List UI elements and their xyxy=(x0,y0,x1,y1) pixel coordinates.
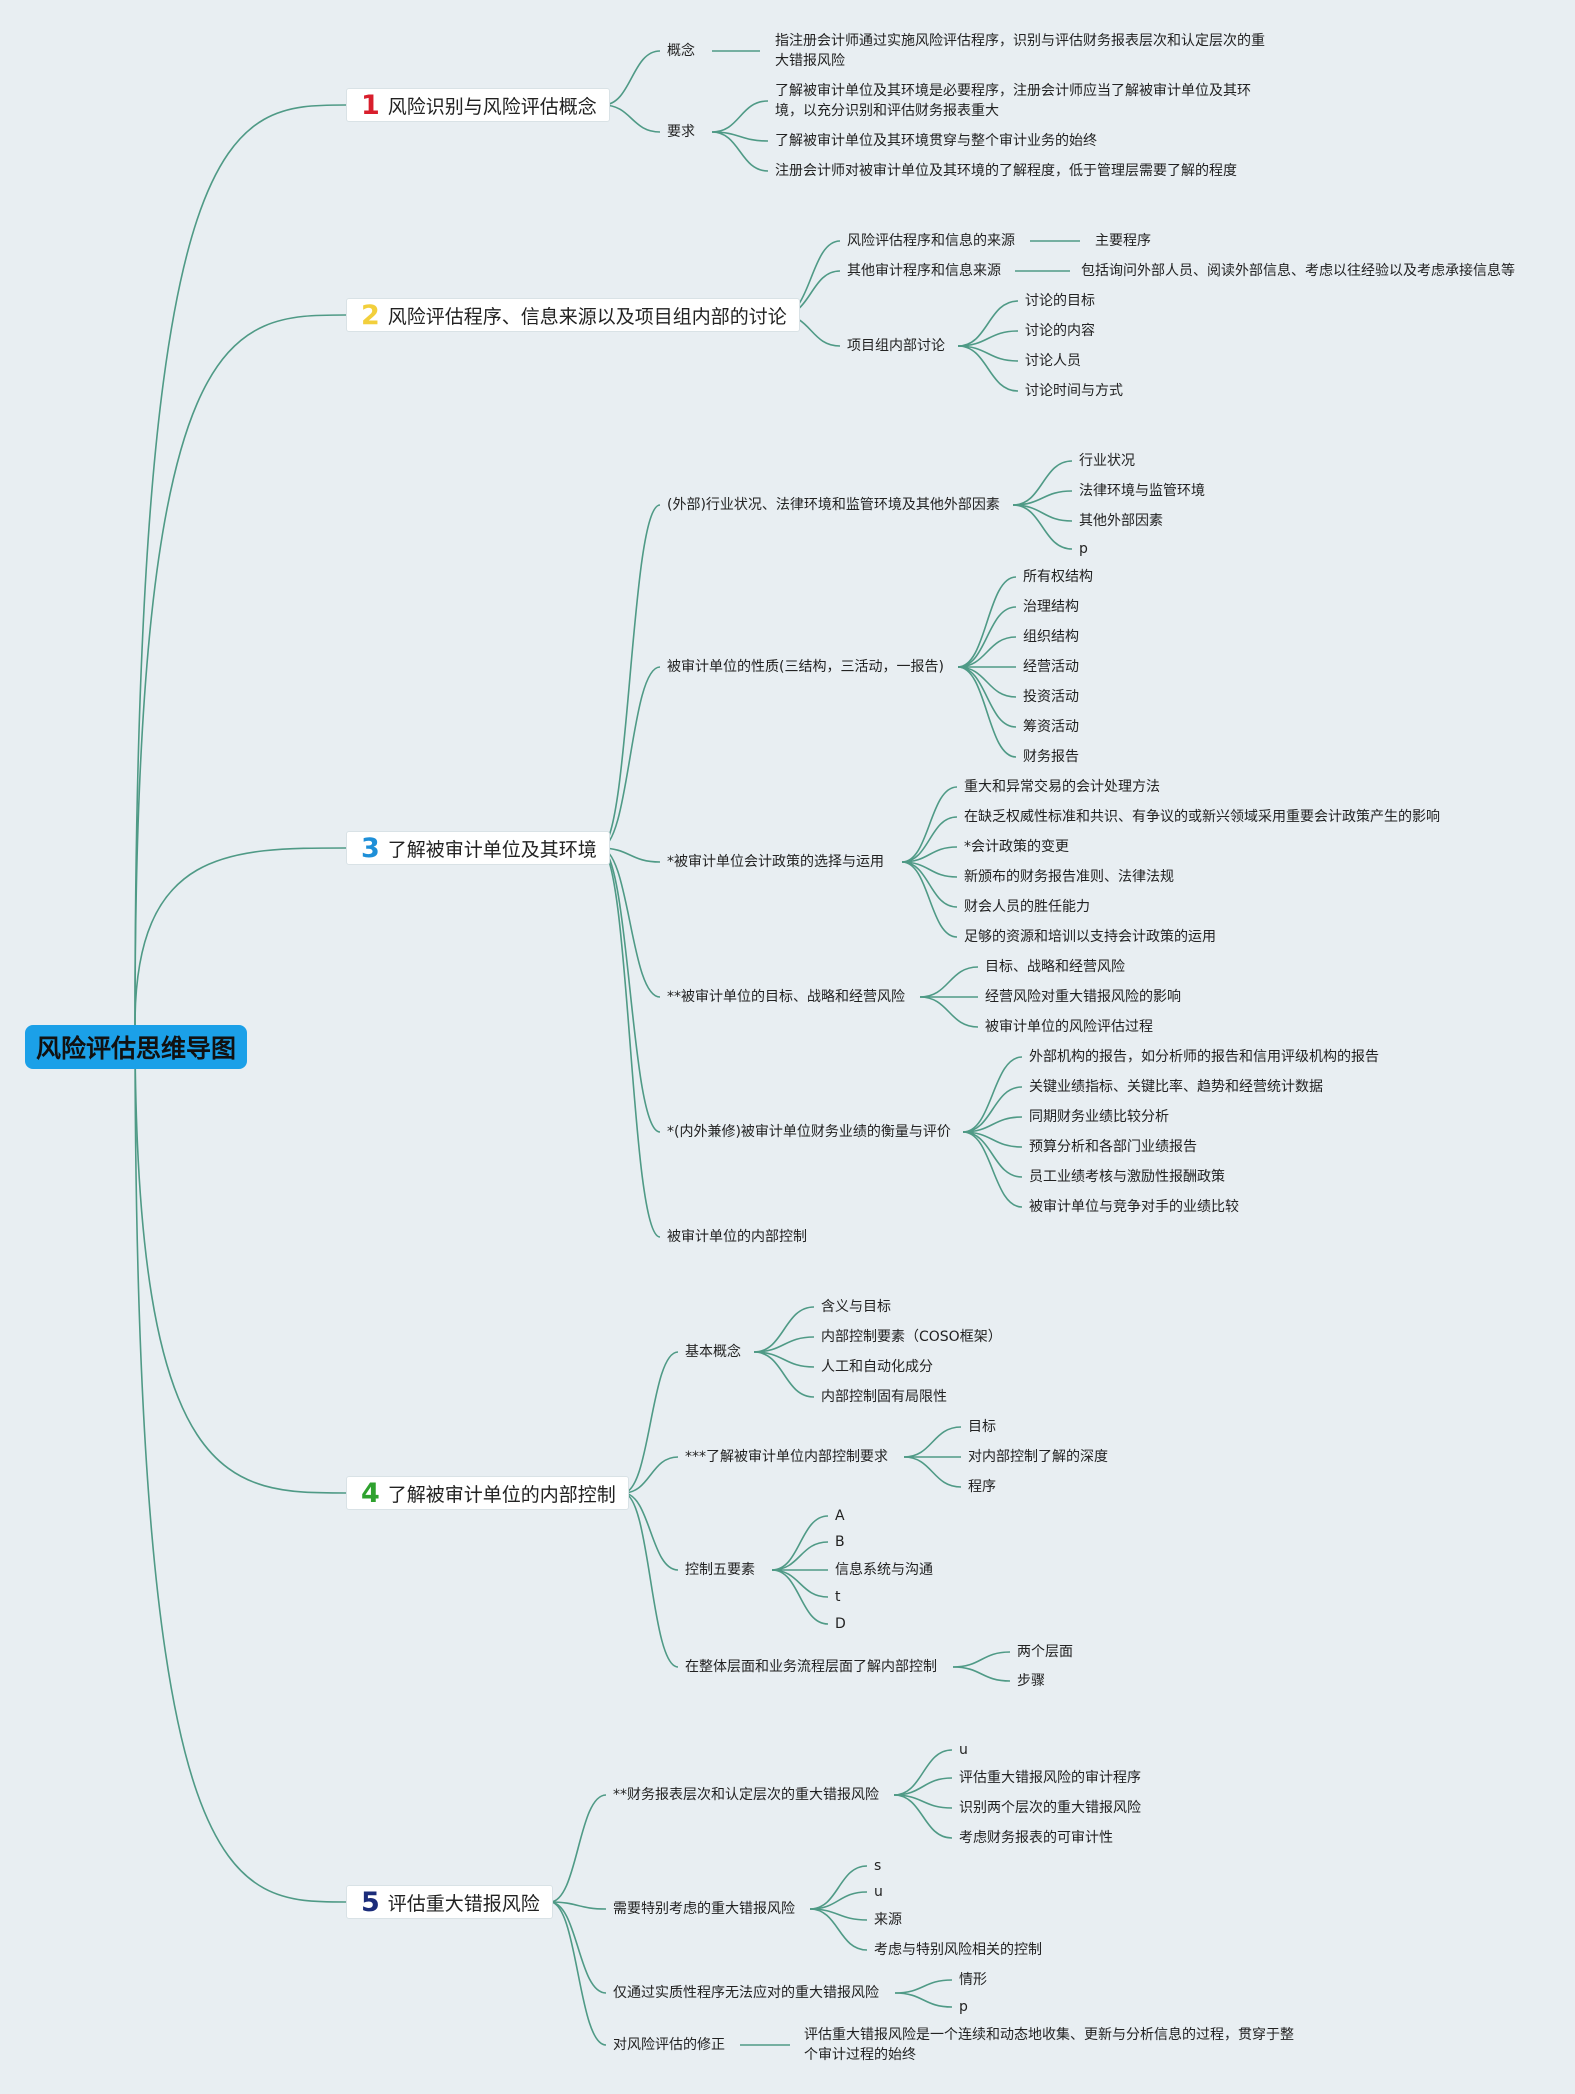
node-element-d[interactable]: D xyxy=(835,1616,846,1632)
node-other-procedure-source[interactable]: 其他审计程序和信息来源 xyxy=(847,263,1001,279)
node-basic-2[interactable]: 内部控制要素（COSO框架） xyxy=(821,1329,1002,1345)
node-ic-req-3[interactable]: 程序 xyxy=(968,1479,996,1495)
node-internal-control-b3[interactable]: 被审计单位的内部控制 xyxy=(667,1229,807,1245)
node-element-b[interactable]: B xyxy=(835,1534,845,1550)
node-requirement-3[interactable]: 注册会计师对被审计单位及其环境的了解程度，低于管理层需要了解的程度 xyxy=(775,163,1237,179)
node-external-p[interactable]: p xyxy=(1079,541,1088,557)
node-financial-report[interactable]: 财务报告 xyxy=(1023,749,1079,765)
node-basic-3[interactable]: 人工和自动化成分 xyxy=(821,1359,933,1375)
node-auditability[interactable]: 考虑财务报表的可审计性 xyxy=(959,1830,1113,1846)
node-ic-requirement[interactable]: ***了解被审计单位内部控制要求 xyxy=(685,1449,888,1465)
node-other-external[interactable]: 其他外部因素 xyxy=(1079,513,1163,529)
node-risk-procedure-source[interactable]: 风险评估程序和信息的来源 xyxy=(847,233,1015,249)
node-policy-2[interactable]: 在缺乏权威性标准和共识、有争议的或新兴领域采用重要会计政策产生的影响 xyxy=(964,809,1440,825)
node-objective-2[interactable]: 经营风险对重大错报风险的影响 xyxy=(985,989,1181,1005)
branch-5-node[interactable]: 5 评估重大错报风险 xyxy=(346,1885,553,1919)
branch-4-number: 4 xyxy=(361,1477,380,1509)
node-policy-4[interactable]: 新颁布的财务报告准则、法律法规 xyxy=(964,869,1174,885)
node-financing[interactable]: 筹资活动 xyxy=(1023,719,1079,735)
node-two-levels[interactable]: 两个层面 xyxy=(1017,1644,1073,1660)
node-legal-env[interactable]: 法律环境与监管环境 xyxy=(1079,483,1205,499)
node-team-discussion[interactable]: 项目组内部讨论 xyxy=(847,338,945,354)
node-objective-1[interactable]: 目标、战略和经营风险 xyxy=(985,959,1125,975)
node-objective-3[interactable]: 被审计单位的风险评估过程 xyxy=(985,1019,1153,1035)
node-performance-1[interactable]: 外部机构的报告，如分析师的报告和信用评级机构的报告 xyxy=(1029,1049,1379,1065)
node-element-t[interactable]: t xyxy=(835,1589,841,1605)
node-investing[interactable]: 投资活动 xyxy=(1023,689,1079,705)
node-performance[interactable]: *(内外兼修)被审计单位财务业绩的衡量与评价 xyxy=(667,1124,951,1140)
node-substantive-only[interactable]: 仅通过实质性程序无法应对的重大错报风险 xyxy=(613,1985,879,2001)
node-performance-6[interactable]: 被审计单位与竞争对手的业绩比较 xyxy=(1029,1199,1239,1215)
node-risk-revision-detail[interactable]: 评估重大错报风险是一个连续和动态地收集、更新与分析信息的过程，贯穿于整个审计过程… xyxy=(804,2027,1294,2063)
node-policy-6[interactable]: 足够的资源和培训以支持会计政策的运用 xyxy=(964,929,1216,945)
node-accounting-policy[interactable]: *被审计单位会计政策的选择与运用 xyxy=(667,854,884,870)
branch-3-number: 3 xyxy=(361,832,380,864)
branch-2-number: 2 xyxy=(361,299,380,331)
branch-4-label: 了解被审计单位的内部控制 xyxy=(387,1483,616,1506)
node-external-factors[interactable]: (外部)行业状况、法律环境和监管环境及其他外部因素 xyxy=(667,497,1000,513)
branch-3-label: 了解被审计单位及其环境 xyxy=(387,838,597,861)
node-steps[interactable]: 步骤 xyxy=(1017,1673,1045,1689)
node-discussion-content[interactable]: 讨论的内容 xyxy=(1025,323,1095,339)
node-element-info[interactable]: 信息系统与沟通 xyxy=(835,1562,933,1578)
node-entity-nature[interactable]: 被审计单位的性质(三结构，三活动，一报告) xyxy=(667,659,944,675)
node-governance[interactable]: 治理结构 xyxy=(1023,599,1079,615)
node-performance-4[interactable]: 预算分析和各部门业绩报告 xyxy=(1029,1139,1197,1155)
branch-2-node[interactable]: 2 风险评估程序、信息来源以及项目组内部的讨论 xyxy=(346,298,800,332)
node-sig-source[interactable]: 来源 xyxy=(874,1912,902,1928)
node-other-procedure-detail[interactable]: 包括询问外部人员、阅读外部信息、考虑以往经验以及考虑承接信息等 xyxy=(1081,263,1515,279)
node-two-level-risk[interactable]: **财务报表层次和认定层次的重大错报风险 xyxy=(613,1787,879,1803)
node-element-a[interactable]: A xyxy=(835,1508,845,1524)
node-policy-5[interactable]: 财会人员的胜任能力 xyxy=(964,899,1090,915)
node-objectives-strategy[interactable]: **被审计单位的目标、战略和经营风险 xyxy=(667,989,905,1005)
node-sig-u[interactable]: u xyxy=(874,1884,883,1900)
node-discussion-goal[interactable]: 讨论的目标 xyxy=(1025,293,1095,309)
node-main-procedure[interactable]: 主要程序 xyxy=(1095,233,1151,249)
node-sig-s[interactable]: s xyxy=(874,1858,882,1874)
node-discussion-time[interactable]: 讨论时间与方式 xyxy=(1025,383,1123,399)
node-ic-req-2[interactable]: 对内部控制了解的深度 xyxy=(968,1449,1108,1465)
node-performance-5[interactable]: 员工业绩考核与激励性报酬政策 xyxy=(1029,1169,1225,1185)
node-policy-1[interactable]: 重大和异常交易的会计处理方法 xyxy=(964,779,1160,795)
node-basic-1[interactable]: 含义与目标 xyxy=(821,1299,891,1315)
node-operating[interactable]: 经营活动 xyxy=(1023,659,1079,675)
branch-4-node[interactable]: 4 了解被审计单位的内部控制 xyxy=(346,1476,629,1510)
branch-2-label: 风险评估程序、信息来源以及项目组内部的讨论 xyxy=(387,305,787,328)
node-concept-detail[interactable]: 指注册会计师通过实施风险评估程序，识别与评估财务报表层次和认定层次的重大错报风险 xyxy=(775,33,1265,69)
node-performance-2[interactable]: 关键业绩指标、关键比率、趋势和经营统计数据 xyxy=(1029,1079,1323,1095)
root-node[interactable]: 风险评估思维导图 xyxy=(25,1025,247,1069)
node-risk-procedure[interactable]: 评估重大错报风险的审计程序 xyxy=(959,1770,1141,1786)
node-sig-control[interactable]: 考虑与特别风险相关的控制 xyxy=(874,1942,1042,1958)
node-situation[interactable]: 情形 xyxy=(959,1972,987,1988)
node-requirement[interactable]: 要求 xyxy=(667,124,695,140)
node-industry[interactable]: 行业状况 xyxy=(1079,453,1135,469)
branch-1-node[interactable]: 1 风险识别与风险评估概念 xyxy=(346,88,610,122)
node-ic-req-1[interactable]: 目标 xyxy=(968,1419,996,1435)
node-five-elements[interactable]: 控制五要素 xyxy=(685,1562,755,1578)
branch-3-node[interactable]: 3 了解被审计单位及其环境 xyxy=(346,831,610,865)
node-basic-4[interactable]: 内部控制固有局限性 xyxy=(821,1389,947,1405)
node-substantive-p[interactable]: p xyxy=(959,1999,968,2015)
branch-5-label: 评估重大错报风险 xyxy=(387,1892,540,1915)
node-requirement-1[interactable]: 了解被审计单位及其环境是必要程序，注册会计师应当了解被审计单位及其环境，以充分识… xyxy=(775,83,1251,119)
branch-1-number: 1 xyxy=(361,89,380,121)
branch-1-label: 风险识别与风险评估概念 xyxy=(387,95,597,118)
node-requirement-2[interactable]: 了解被审计单位及其环境贯穿与整个审计业务的始终 xyxy=(775,133,1097,149)
node-ownership[interactable]: 所有权结构 xyxy=(1023,569,1093,585)
node-discussion-people[interactable]: 讨论人员 xyxy=(1025,353,1081,369)
node-risk-revision[interactable]: 对风险评估的修正 xyxy=(613,2037,725,2053)
node-basic-concept[interactable]: 基本概念 xyxy=(685,1344,741,1360)
node-performance-3[interactable]: 同期财务业绩比较分析 xyxy=(1029,1109,1169,1125)
node-entity-process-level[interactable]: 在整体层面和业务流程层面了解内部控制 xyxy=(685,1659,937,1675)
node-risk-identify[interactable]: 识别两个层次的重大错报风险 xyxy=(959,1800,1141,1816)
node-risk-u[interactable]: u xyxy=(959,1742,968,1758)
node-concept[interactable]: 概念 xyxy=(667,43,695,59)
node-policy-3[interactable]: *会计政策的变更 xyxy=(964,839,1069,855)
branch-5-number: 5 xyxy=(361,1886,380,1918)
node-significant-risk[interactable]: 需要特别考虑的重大错报风险 xyxy=(613,1901,795,1917)
node-organization[interactable]: 组织结构 xyxy=(1023,629,1079,645)
